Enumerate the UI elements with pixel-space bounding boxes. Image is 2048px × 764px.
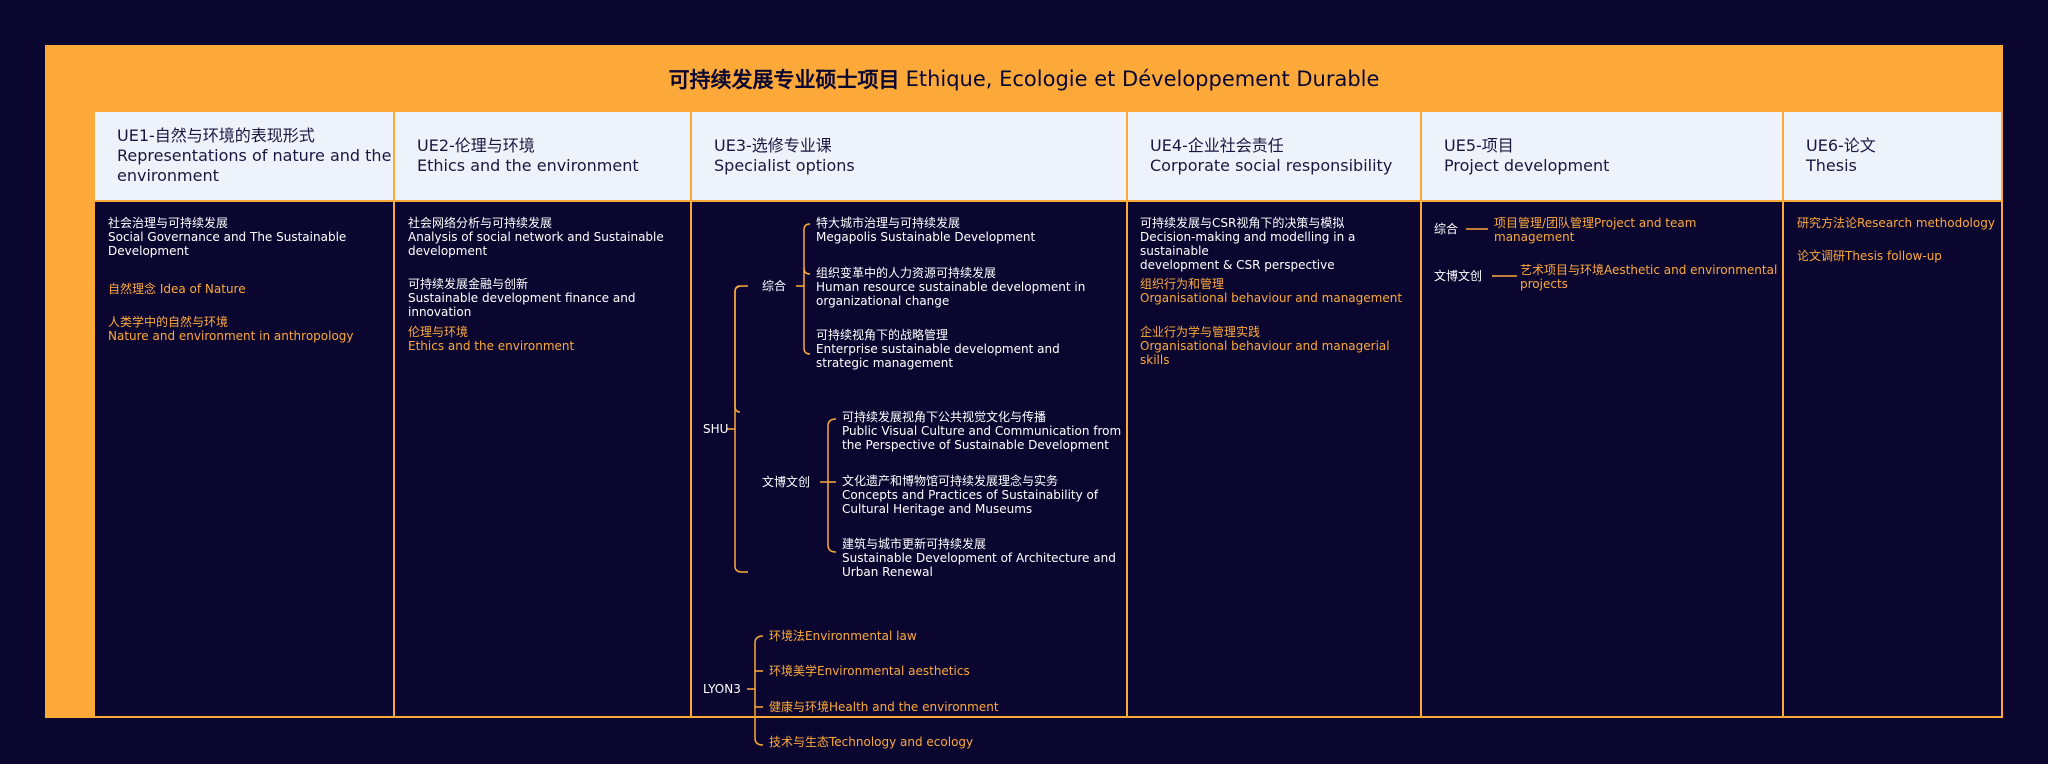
course-item: 企业行为学与管理实践 Organisational behaviour and … [1140, 325, 1390, 367]
node-zonghe: 综合 [1434, 222, 1459, 236]
node-wenbo: 文博文创 [1434, 269, 1483, 283]
course-item: 可持续发展金融与创新 Sustainable development finan… [408, 277, 636, 319]
column-ue6: 研究方法论Research methodology 论文调研Thesis fol… [1784, 202, 2001, 716]
curriculum-diagram: 可持续发展专业硕士项目 Ethique, Ecologie et Dévelop… [45, 45, 2003, 749]
title-bar: 可持续发展专业硕士项目 Ethique, Ecologie et Dévelop… [45, 45, 2003, 112]
course-item: 社会治理与可持续发展 Social Governance and The Sus… [108, 216, 347, 258]
course-item: 艺术项目与环境Aesthetic and environmental proje… [1520, 263, 1778, 291]
header-ue4: UE4-企业社会责任 Corporate social responsibili… [1128, 112, 1422, 200]
column-ue3: SHU 综合 文博文创 特大城市治理与可持续发展 Megapolis Susta… [692, 202, 1128, 749]
title-fr: Ethique, Ecologie et Développement Durab… [905, 66, 1380, 91]
node-zonghe: 综合 [762, 279, 787, 293]
header-code: UE2-伦理与环境 [417, 136, 535, 155]
node-lyon3: LYON3 [703, 682, 741, 696]
course-item: 特大城市治理与可持续发展 Megapolis Sustainable Devel… [816, 216, 1036, 244]
header-code: UE6-论文 [1806, 136, 1876, 155]
header-code: UE3-选修专业课 [714, 136, 832, 155]
bottom-border [45, 716, 2003, 718]
column-ue5: 综合 项目管理/团队管理Project and team management … [1422, 202, 1784, 716]
course-item: 人类学中的自然与环境 Nature and environment in ant… [108, 315, 354, 343]
header-ue5: UE5-项目 Project development [1422, 112, 1784, 200]
column-ue4: 可持续发展与CSR视角下的决策与模拟 Decision-making and m… [1128, 202, 1422, 716]
left-strip [45, 112, 95, 718]
course-item: 自然理念 Idea of Nature [108, 282, 246, 296]
header-ue1: UE1-自然与环境的表现形式 Representations of nature… [95, 112, 395, 200]
course-item: 技术与生态Technology and ecology [769, 735, 974, 749]
header-en: Project development [1444, 156, 1610, 175]
tree-connectors [727, 223, 837, 746]
course-item: 可持续视角下的战略管理 Enterprise sustainable devel… [816, 328, 1060, 370]
course-item: 组织行为和管理 Organisational behaviour and man… [1140, 277, 1403, 305]
course-item: 环境美学Environmental aesthetics [769, 664, 970, 678]
node-shu: SHU [703, 422, 729, 436]
ue5-connectors [1466, 228, 1517, 277]
header-ue6: UE6-论文 Thesis [1784, 112, 2001, 200]
course-item: 伦理与环境 Ethics and the environment [408, 325, 575, 353]
course-item: 项目管理/团队管理Project and team management [1494, 216, 1697, 244]
course-item: 健康与环境Health and the environment [769, 700, 999, 714]
header-row: UE1-自然与环境的表现形式 Representations of nature… [95, 112, 2001, 202]
header-code: UE5-项目 [1444, 136, 1514, 155]
header-en: Ethics and the environment [417, 156, 639, 175]
header-separator [95, 200, 2001, 202]
course-item: 建筑与城市更新可持续发展 Sustainable Development of … [842, 537, 1116, 579]
header-en: Thesis [1806, 156, 1857, 175]
course-item: 研究方法论Research methodology [1797, 216, 1995, 230]
column-ue2: 社会网络分析与可持续发展 Analysis of social network … [395, 202, 692, 716]
header-code: UE1-自然与环境的表现形式 [117, 126, 315, 145]
course-item: 环境法Environmental law [769, 629, 917, 643]
right-border [2001, 112, 2003, 718]
course-item: 论文调研Thesis follow-up [1797, 249, 1942, 263]
course-item: 可持续发展与CSR视角下的决策与模拟 Decision-making and m… [1140, 216, 1356, 272]
column-ue1: 社会治理与可持续发展 Social Governance and The Sus… [95, 202, 395, 716]
course-item: 文化遗产和博物馆可持续发展理念与实务 Concepts and Practice… [842, 474, 1099, 516]
title-cn: 可持续发展专业硕士项目 [668, 67, 900, 92]
course-item: 组织变革中的人力资源可持续发展 Human resource sustainab… [816, 266, 1086, 308]
course-item: 可持续发展视角下公共视觉文化与传播 Public Visual Culture … [842, 410, 1122, 452]
header-ue3: UE3-选修专业课 Specialist options [692, 112, 1128, 200]
header-en: Corporate social responsibility [1150, 156, 1393, 175]
header-en: Representations of nature and the enviro… [117, 146, 392, 185]
header-code: UE4-企业社会责任 [1150, 136, 1284, 155]
node-wenbo: 文博文创 [762, 475, 811, 489]
course-item: 社会网络分析与可持续发展 Analysis of social network … [408, 216, 664, 258]
header-en: Specialist options [714, 156, 855, 175]
header-ue2: UE2-伦理与环境 Ethics and the environment [395, 112, 692, 200]
